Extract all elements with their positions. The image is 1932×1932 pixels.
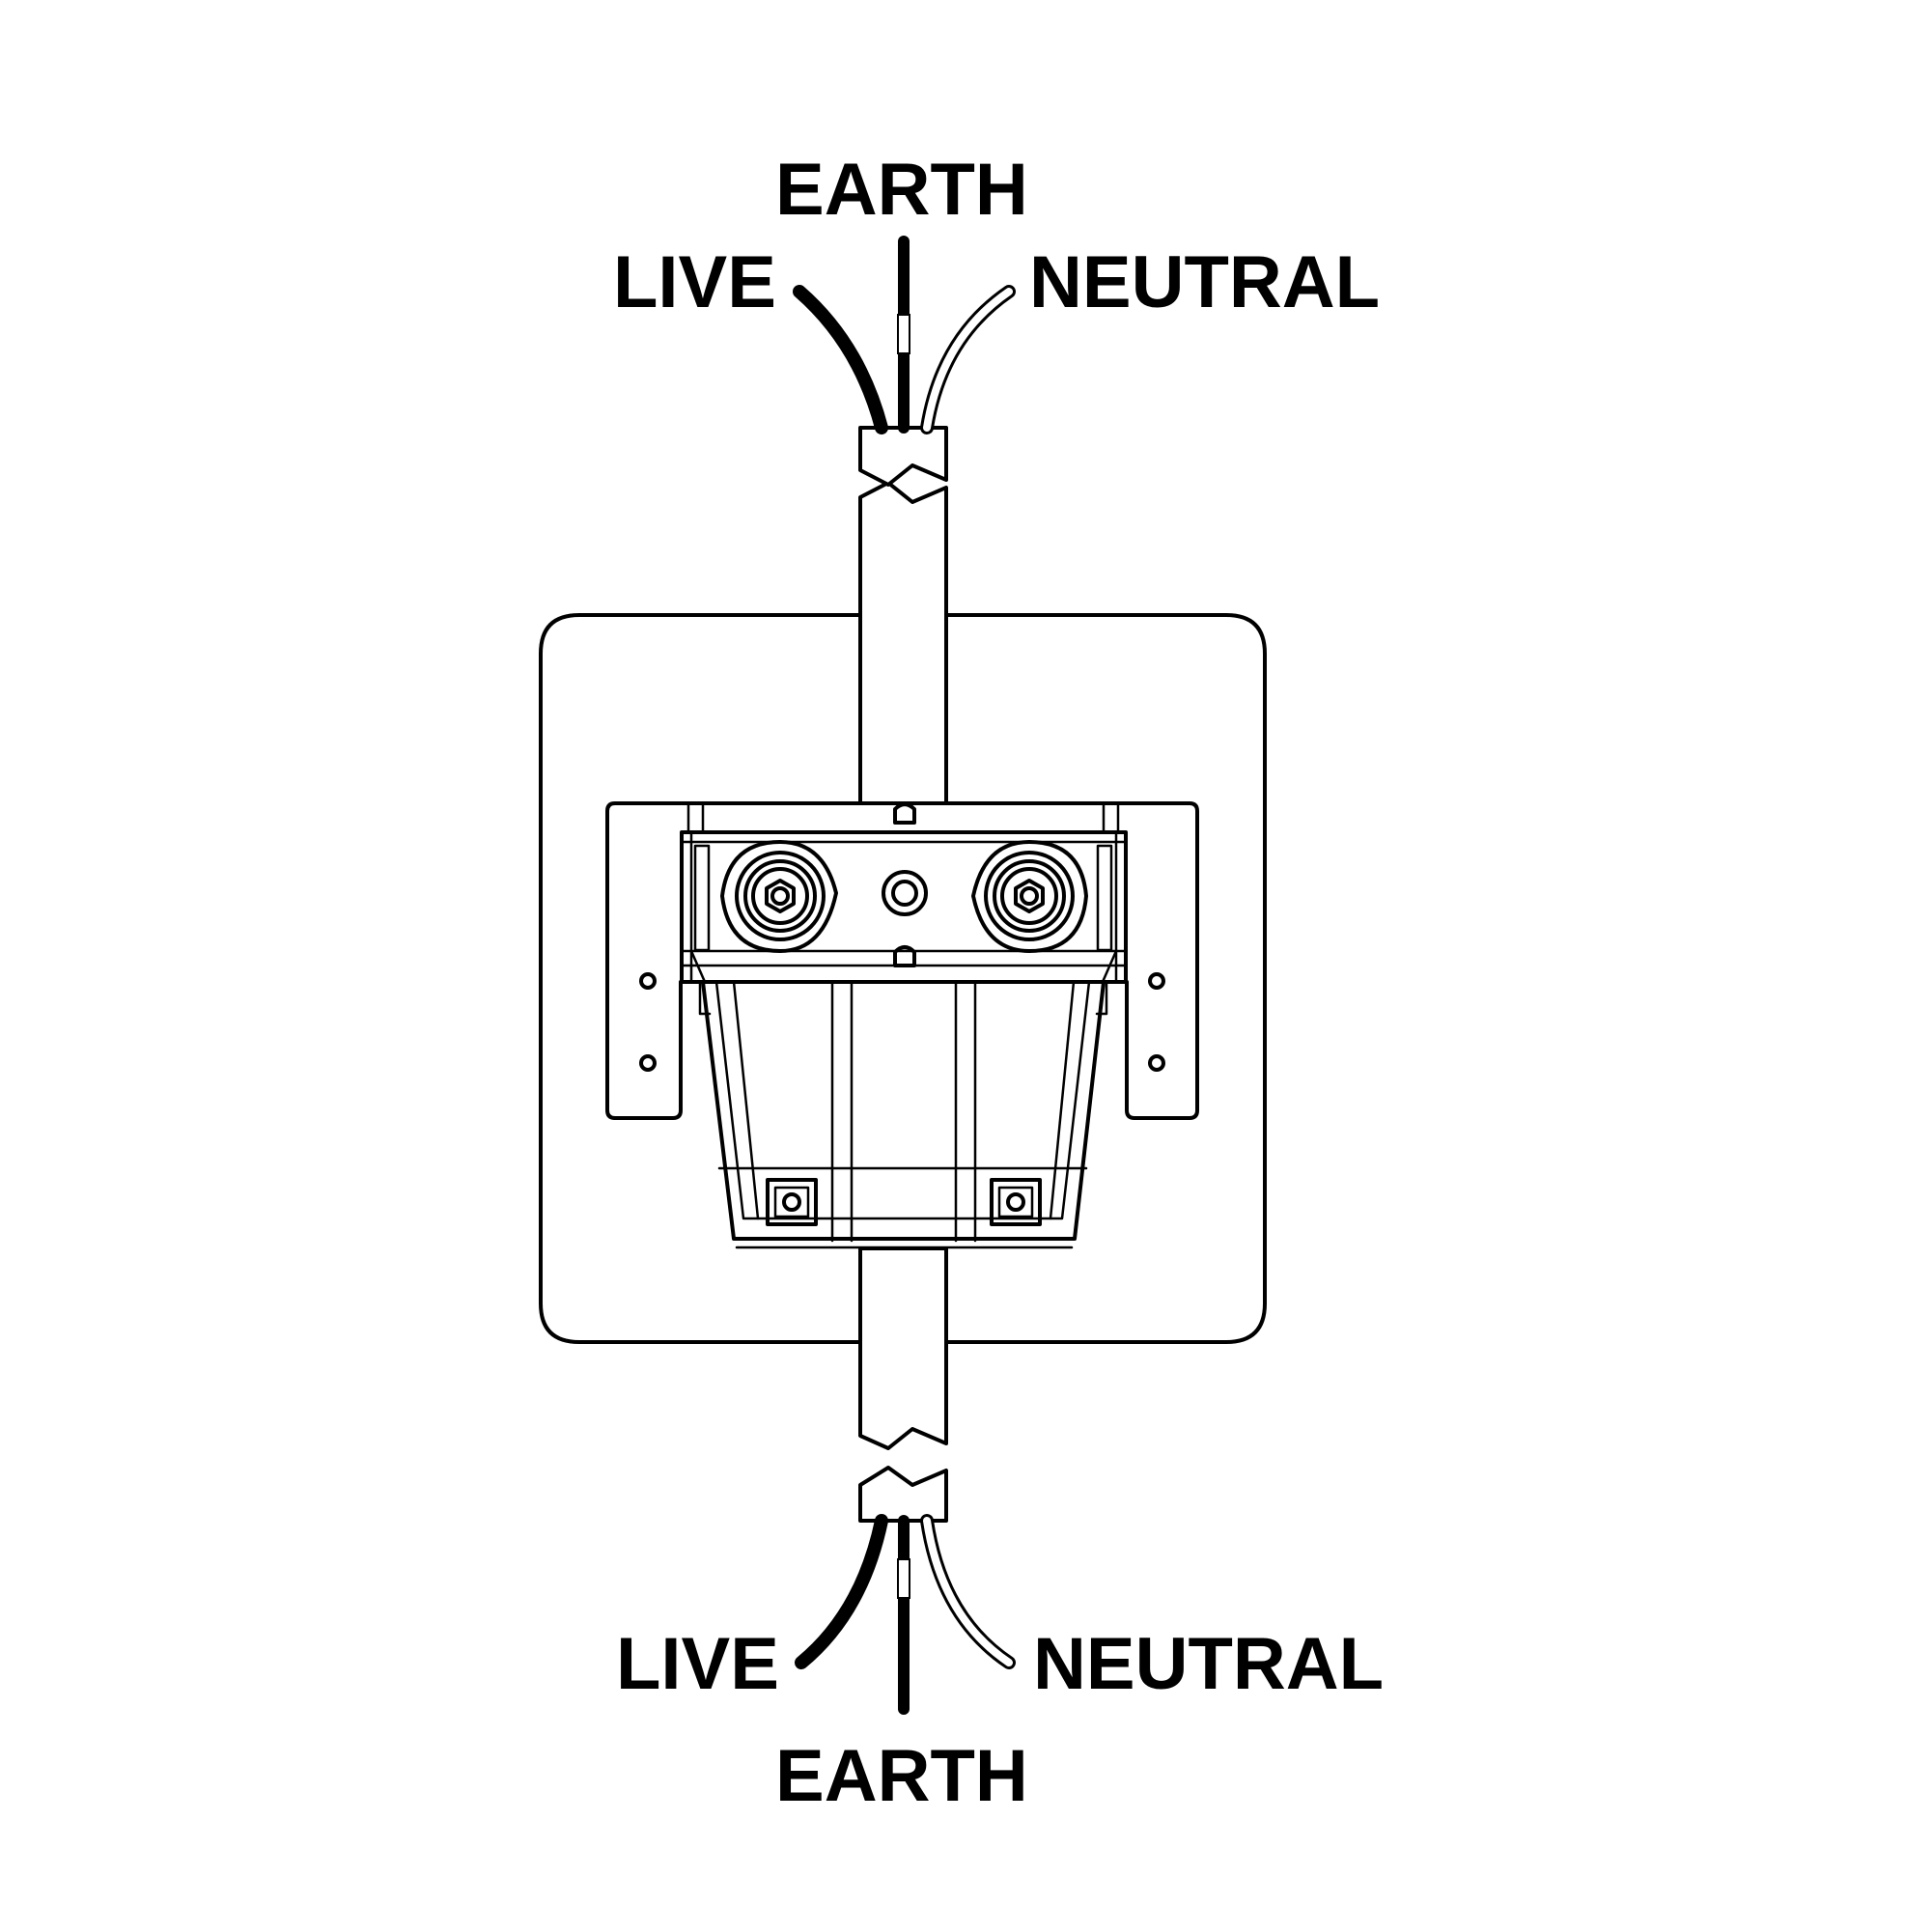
label-top-neutral: NEUTRAL: [1029, 241, 1381, 323]
terminal-housing: [701, 980, 1106, 1241]
top-live-wire: [793, 285, 888, 434]
bottom-neutral-wire: [920, 1514, 1016, 1669]
top-earth-wire: [897, 236, 910, 434]
label-top-live: LIVE: [613, 241, 776, 323]
terminal-screw-neutral: [971, 840, 1088, 953]
bracket-hole: [639, 972, 657, 990]
clamp-screw-right: [990, 1178, 1042, 1226]
top-neutral-wire: [920, 285, 1016, 434]
label-bottom-live: LIVE: [616, 1623, 779, 1705]
terminal-screw-earth: [882, 802, 928, 967]
label-top-earth: EARTH: [775, 149, 1028, 231]
bracket-hole: [1148, 1054, 1165, 1072]
clamp-screw-left: [766, 1178, 818, 1226]
wall-plate: [539, 613, 1267, 1344]
terminal-screw-live: [720, 840, 838, 953]
upper-cable: [858, 426, 948, 805]
bracket-hole: [639, 1054, 657, 1072]
lower-cable: [858, 1246, 948, 1523]
bottom-live-wire: [795, 1514, 888, 1669]
label-bottom-neutral: NEUTRAL: [1033, 1623, 1385, 1705]
bottom-earth-wire: [897, 1515, 910, 1715]
label-bottom-earth: EARTH: [775, 1735, 1028, 1817]
bracket-hole: [1148, 972, 1165, 990]
